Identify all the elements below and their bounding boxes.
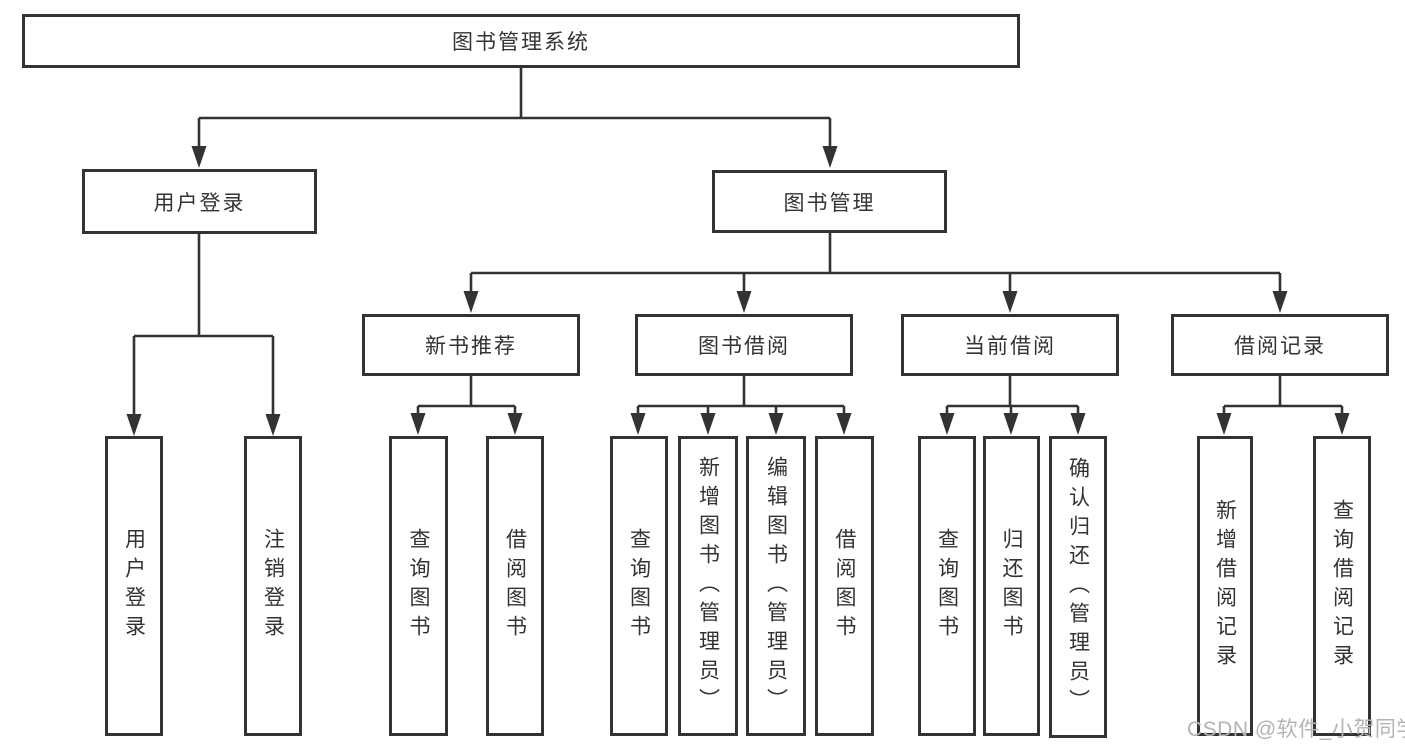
leaf-label: 查询借阅记录 <box>1330 499 1354 673</box>
node-user-login: 用户登录 <box>82 169 317 234</box>
node-new-book-recommend: 新书推荐 <box>362 314 580 376</box>
leaf-confirm-return-admin: 确认归还（管理员） <box>1049 436 1107 738</box>
node-label: 借阅记录 <box>1234 335 1326 358</box>
node-root-library-system: 图书管理系统 <box>22 14 1020 68</box>
node-book-borrow: 图书借阅 <box>635 314 853 376</box>
leaf-return-books: 归还图书 <box>983 436 1040 736</box>
node-current-borrow: 当前借阅 <box>901 314 1119 376</box>
leaf-label: 归还图书 <box>1000 528 1023 644</box>
leaf-label: 借阅图书 <box>503 528 527 644</box>
leaf-label: 查询图书 <box>407 528 430 644</box>
leaf-label: 编辑图书（管理员） <box>764 455 788 717</box>
leaf-label: 确认归还（管理员） <box>1066 456 1090 718</box>
node-borrow-records: 借阅记录 <box>1171 314 1389 376</box>
leaf-label: 新增图书（管理员） <box>696 455 720 717</box>
node-label: 新书推荐 <box>425 335 517 358</box>
leaf-query-books-current: 查询图书 <box>918 436 976 736</box>
leaf-label: 查询图书 <box>935 528 959 644</box>
csdn-watermark: CSDN @软件_小贺同学 <box>1187 718 1405 741</box>
node-label: 当前借阅 <box>964 335 1056 358</box>
leaf-label: 查询图书 <box>627 528 651 644</box>
leaf-add-book-admin: 新增图书（管理员） <box>678 436 738 736</box>
leaf-borrow-books-recommend: 借阅图书 <box>486 436 544 736</box>
leaf-label: 新增借阅记录 <box>1213 499 1237 673</box>
leaf-label: 注销登录 <box>261 528 285 644</box>
leaf-label: 用户登录 <box>122 528 146 644</box>
leaf-label: 借阅图书 <box>833 528 856 644</box>
leaf-query-books-borrow: 查询图书 <box>610 436 668 736</box>
leaf-query-books-recommend: 查询图书 <box>389 436 448 736</box>
node-label: 图书管理 <box>783 191 876 215</box>
leaf-borrow-books: 借阅图书 <box>815 436 874 736</box>
leaf-edit-book-admin: 编辑图书（管理员） <box>746 436 806 736</box>
node-label: 图书管理系统 <box>452 31 590 54</box>
leaf-query-borrow-record: 查询借阅记录 <box>1313 436 1371 736</box>
node-book-management: 图书管理 <box>712 170 947 233</box>
arrowheads <box>126 146 1350 436</box>
leaf-logout: 注销登录 <box>244 436 302 736</box>
node-label: 用户登录 <box>153 191 246 215</box>
leaf-add-borrow-record: 新增借阅记录 <box>1197 436 1253 736</box>
node-label: 图书借阅 <box>698 335 790 358</box>
leaf-user-login: 用户登录 <box>105 436 163 736</box>
